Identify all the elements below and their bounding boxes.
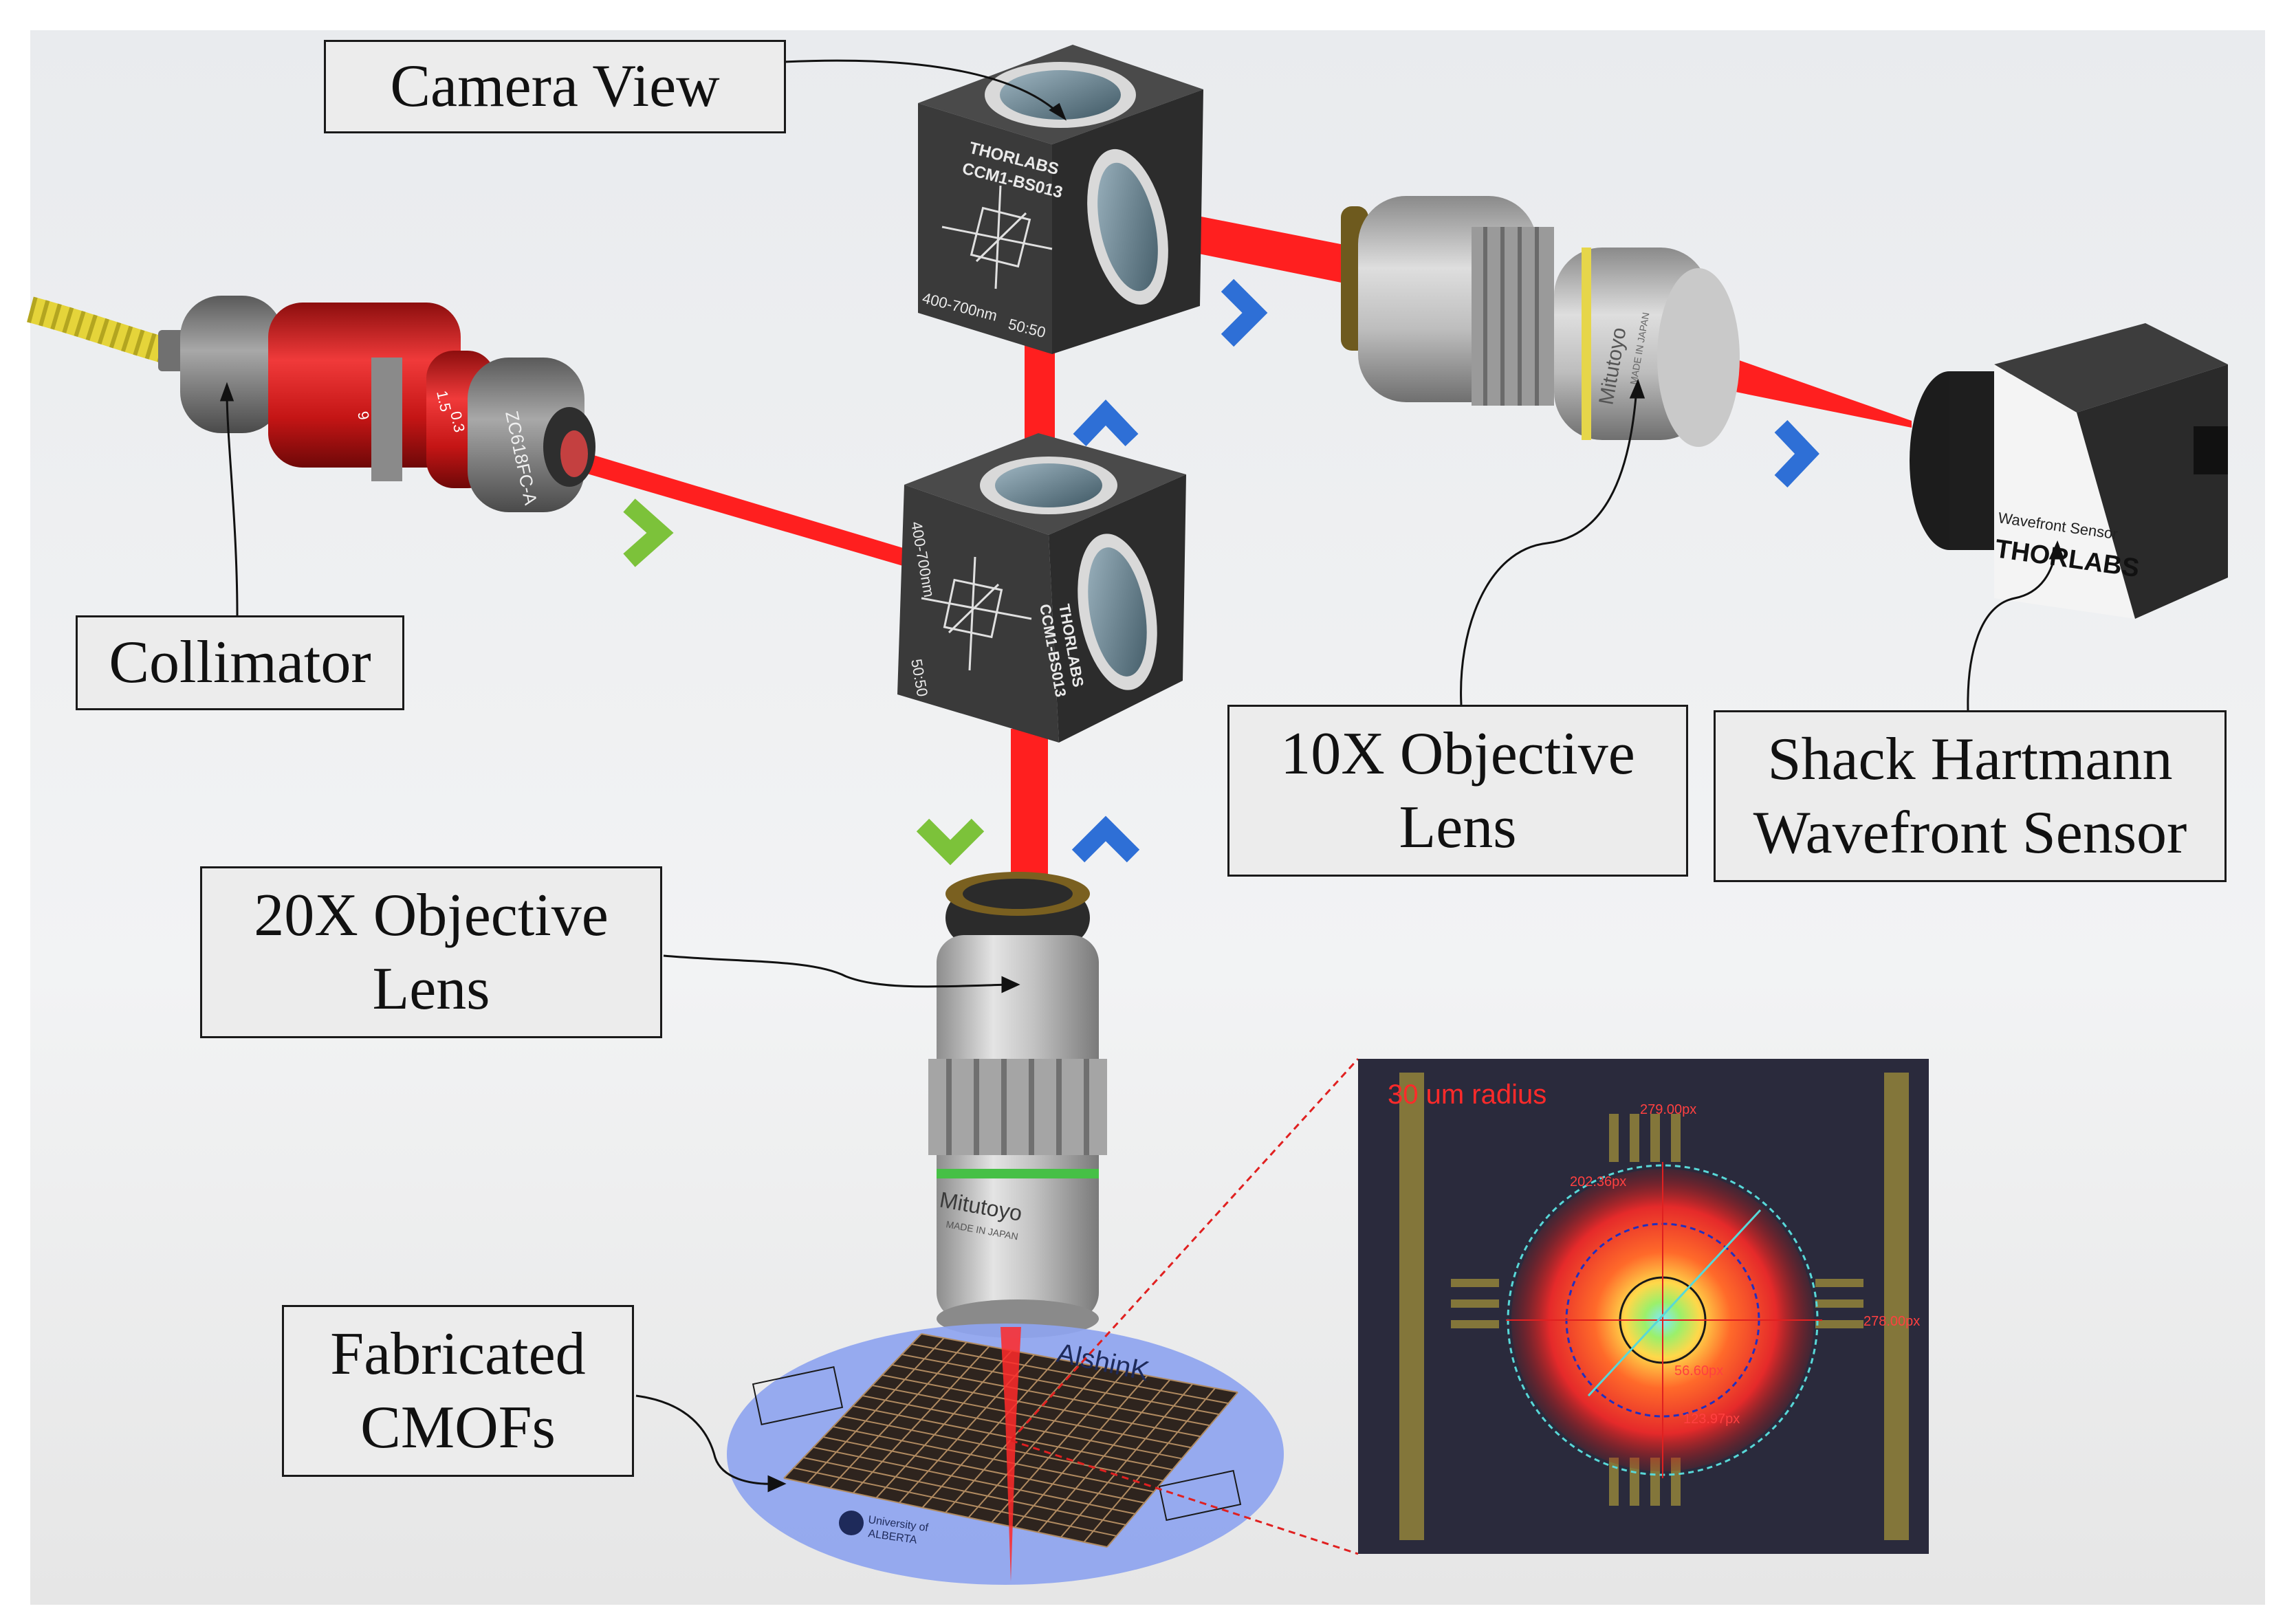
collimator-back bbox=[180, 296, 283, 433]
chevron-right-icon-green bbox=[623, 498, 674, 567]
label-shack-hartmann-line1: Shack Hartmann bbox=[1767, 725, 2173, 793]
wafer-grid-line bbox=[1060, 1383, 1194, 1538]
objective-20x-green-band bbox=[937, 1169, 1099, 1178]
wafer-grid-line bbox=[1106, 1392, 1238, 1548]
wafer-grid-line bbox=[911, 1343, 1229, 1405]
leader-sensor bbox=[1967, 549, 2057, 712]
bs-mid-symbol bbox=[921, 556, 1032, 671]
wafer-grid-line bbox=[921, 1333, 1238, 1393]
label-objective-10x-line1: 10X Objective bbox=[1280, 720, 1635, 787]
collimator-red-ring bbox=[268, 303, 461, 468]
label-objective-10x: 10X Objective Lens bbox=[1227, 705, 1688, 877]
cube-mid-front bbox=[897, 485, 1059, 743]
label-camera-view-text: Camera View bbox=[390, 53, 720, 120]
wafer-grid-line bbox=[1083, 1387, 1216, 1543]
bs-top-symbol bbox=[941, 185, 1053, 289]
wafer-grid-line bbox=[1014, 1375, 1148, 1528]
beam-10x-to-sensor bbox=[1702, 347, 1912, 428]
leader-collimator bbox=[226, 391, 239, 616]
direction-arrows bbox=[623, 278, 1819, 866]
sensor-side-face bbox=[2077, 364, 2228, 619]
wafer-grid-line bbox=[991, 1370, 1126, 1523]
label-objective-10x-line2: Lens bbox=[1399, 794, 1517, 861]
label-fabricated-line1: Fabricated bbox=[330, 1320, 586, 1387]
chevron-down-icon-green bbox=[916, 818, 985, 866]
label-shack-hartmann-line2: Wavefront Sensor bbox=[1753, 800, 2187, 866]
chevron-right-icon-blue-sensor bbox=[1774, 420, 1819, 487]
beam-collimator-to-splitter bbox=[571, 448, 915, 569]
leader-lines bbox=[219, 59, 2065, 1493]
label-camera-view: Camera View bbox=[324, 40, 786, 133]
collimator-mark-b: 0.3 bbox=[447, 410, 468, 434]
leader-cmof bbox=[635, 1394, 778, 1485]
leader-20x bbox=[663, 954, 1012, 988]
inset-measure-2: 202.36px bbox=[1570, 1174, 1626, 1189]
chevron-up-icon-blue-upper bbox=[1073, 399, 1139, 446]
chevron-up-icon-blue-lower bbox=[1071, 815, 1140, 863]
wafer-grid-line bbox=[967, 1366, 1103, 1518]
collimator-mark-a: 1.5 bbox=[433, 389, 455, 413]
inset-title: 30 um radius bbox=[1388, 1079, 1546, 1110]
label-collimator: Collimator bbox=[76, 615, 404, 710]
inset-measure-4: 56.60px bbox=[1674, 1363, 1723, 1379]
label-objective-20x: 20X Objective Lens bbox=[200, 866, 662, 1038]
label-fabricated-cmofs: Fabricated CMOFs bbox=[282, 1305, 634, 1477]
objective-20x: Mitutoyo MADE IN JAPAN bbox=[928, 872, 1107, 1338]
label-shack-hartmann: Shack Hartmann Wavefront Sensor bbox=[1714, 710, 2227, 882]
label-objective-20x-line1: 20X Objective bbox=[254, 881, 609, 949]
inset-camera-image: 30 um radius 279.00px 202.36px 278.00px … bbox=[1009, 1057, 1929, 1555]
label-fabricated-line2: CMOFs bbox=[360, 1394, 556, 1461]
wavefront-sensor: Wavefront Sensor THORLABS bbox=[1910, 323, 2228, 790]
chevron-right-icon-blue-10x bbox=[1221, 278, 1268, 347]
beamsplitter-middle: 400-700nm THORLABS CCM1-BS013 50:50 bbox=[897, 433, 1186, 743]
inset-zoom-line-top bbox=[1009, 1057, 1359, 1442]
collimator-mark-c: 9 bbox=[354, 410, 373, 421]
inset-measure-1: 279.00px bbox=[1640, 1102, 1696, 1117]
label-objective-20x-line2: Lens bbox=[372, 956, 490, 1022]
objective-10x-yellow-band bbox=[1582, 248, 1591, 440]
label-collimator-text: Collimator bbox=[109, 629, 371, 696]
inset-measure-5: 123.97px bbox=[1683, 1412, 1740, 1427]
collimator: ZC618FC-A 1.5 0.3 9 bbox=[27, 296, 595, 512]
beamsplitter-top: THORLABS CCM1-BS013 400-700nm 50:50 bbox=[918, 45, 1203, 354]
objective-10x: Mitutoyo MADE IN JAPAN bbox=[1341, 196, 1740, 447]
wafer-grid-line bbox=[1037, 1379, 1171, 1533]
inset-zoom-line-bottom bbox=[1010, 1439, 1359, 1555]
cube-front-face bbox=[918, 103, 1052, 354]
leader-10x bbox=[1460, 388, 1638, 705]
leader-camera-view bbox=[783, 59, 1060, 115]
wafer-grid-line bbox=[882, 1374, 1201, 1438]
wafer-grid-line bbox=[872, 1385, 1192, 1449]
university-logo-icon bbox=[839, 1511, 864, 1535]
inset-measure-3: 278.00px bbox=[1863, 1314, 1920, 1329]
